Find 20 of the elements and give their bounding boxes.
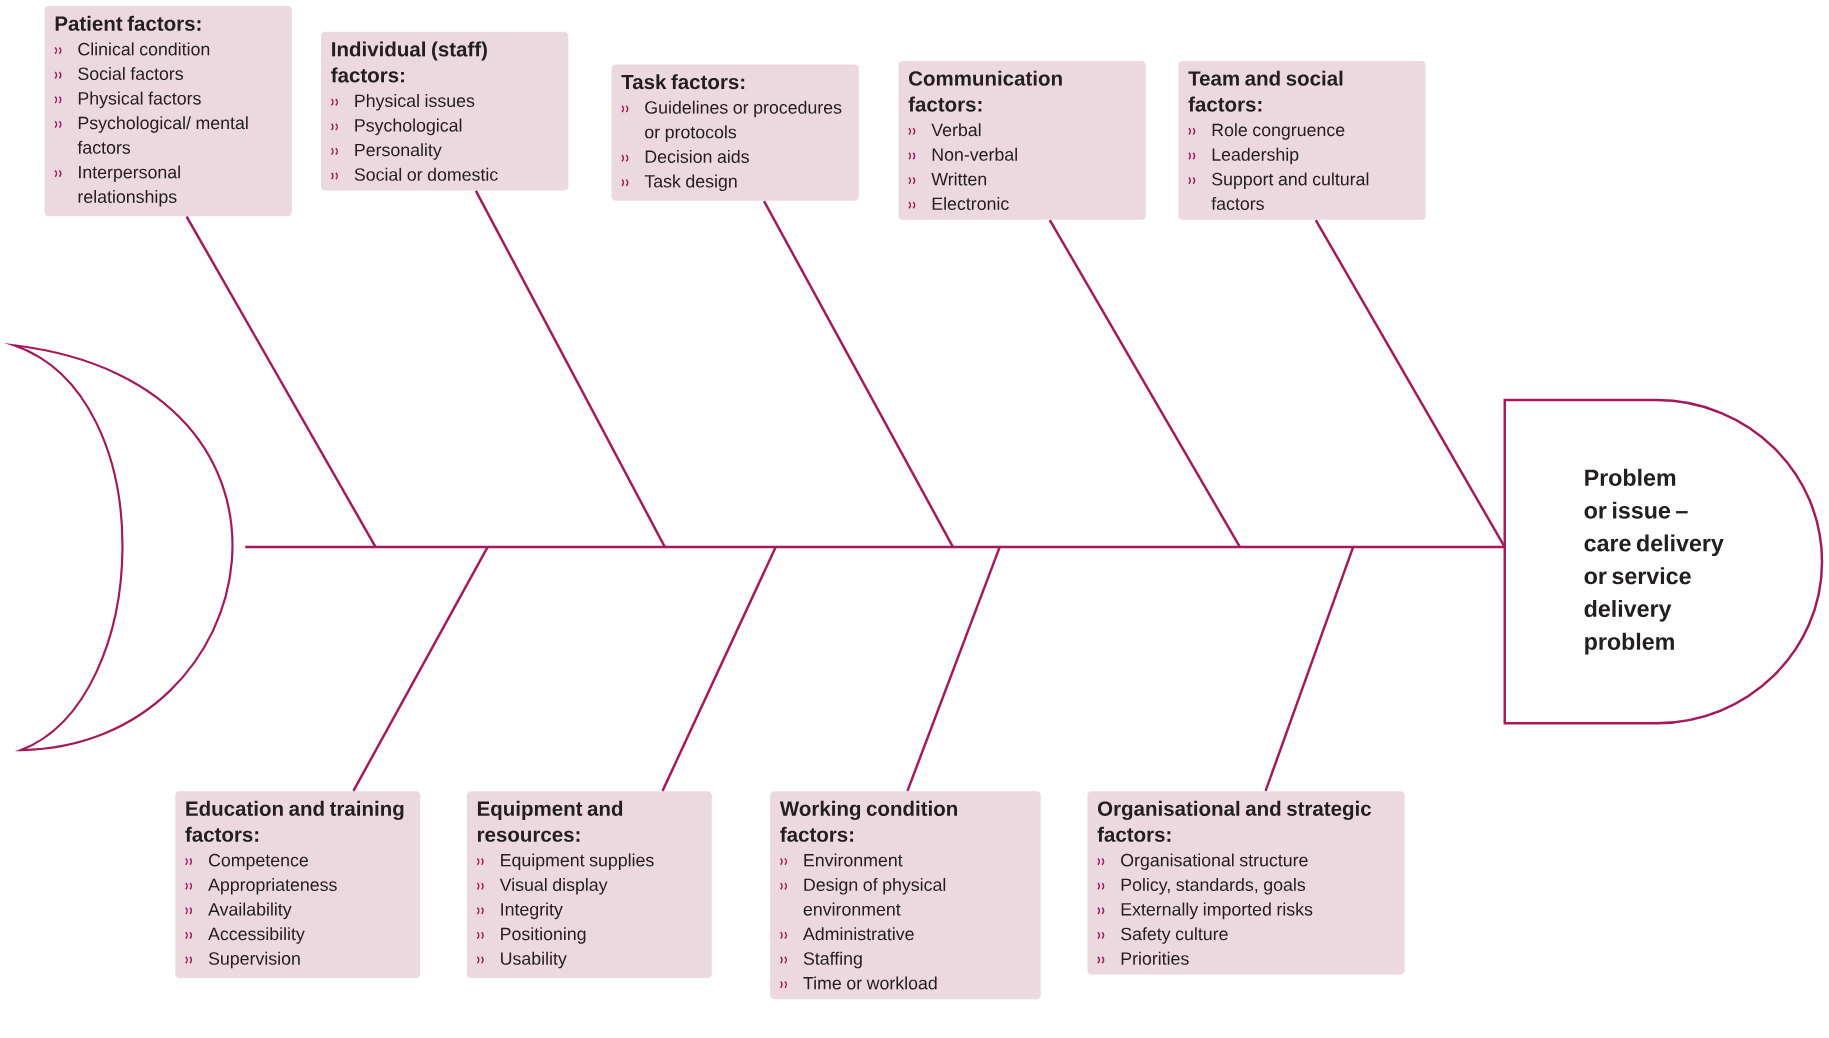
factor-box: Organisational and strategic factors: Organisational structure Policy, standards, goals Externally imported risks Safety culture Priorities — [1087, 791, 1405, 975]
factor-box: Individual (staff) factors: Physical issues Psychological Personality Social or domestic — [321, 31, 569, 191]
factor-box: Working condition factors: Environment Design of physical environment Administrative Staffing Time or workload — [770, 791, 1041, 1000]
bone-line — [1264, 546, 1355, 792]
bone-line — [185, 215, 377, 548]
factor-box: Equipment and resources: Equipment supplies Visual display Integrity Positioning Usability — [466, 791, 712, 978]
bone-line — [661, 546, 777, 792]
factor-box: Team and social factors: Role congruence Leadership Support and cultural factors — [1178, 60, 1426, 220]
bone-line — [352, 546, 489, 792]
factor-box: Education and training factors: Competence Appropriateness Availability Accessibility Supervision — [175, 791, 421, 978]
bone-line — [906, 546, 1001, 792]
spine-line — [245, 545, 1505, 549]
bone-line — [1048, 219, 1241, 548]
bone-line — [1314, 219, 1506, 548]
factor-box: Task factors: Guidelines or procedures or protocols Decision aids Task design — [611, 64, 859, 201]
bone-line — [474, 190, 666, 548]
bone-line — [762, 200, 955, 548]
factor-box: Communication factors: Verbal Non-verbal Written Electronic — [898, 60, 1146, 220]
factor-box: Patient factors: Clinical condition Social factors Physical factors Psychological/ mental factors Interpersonal relationships — [44, 6, 292, 217]
fish-head: Problem or issue – care delivery or service delivery problem — [1503, 398, 1824, 725]
